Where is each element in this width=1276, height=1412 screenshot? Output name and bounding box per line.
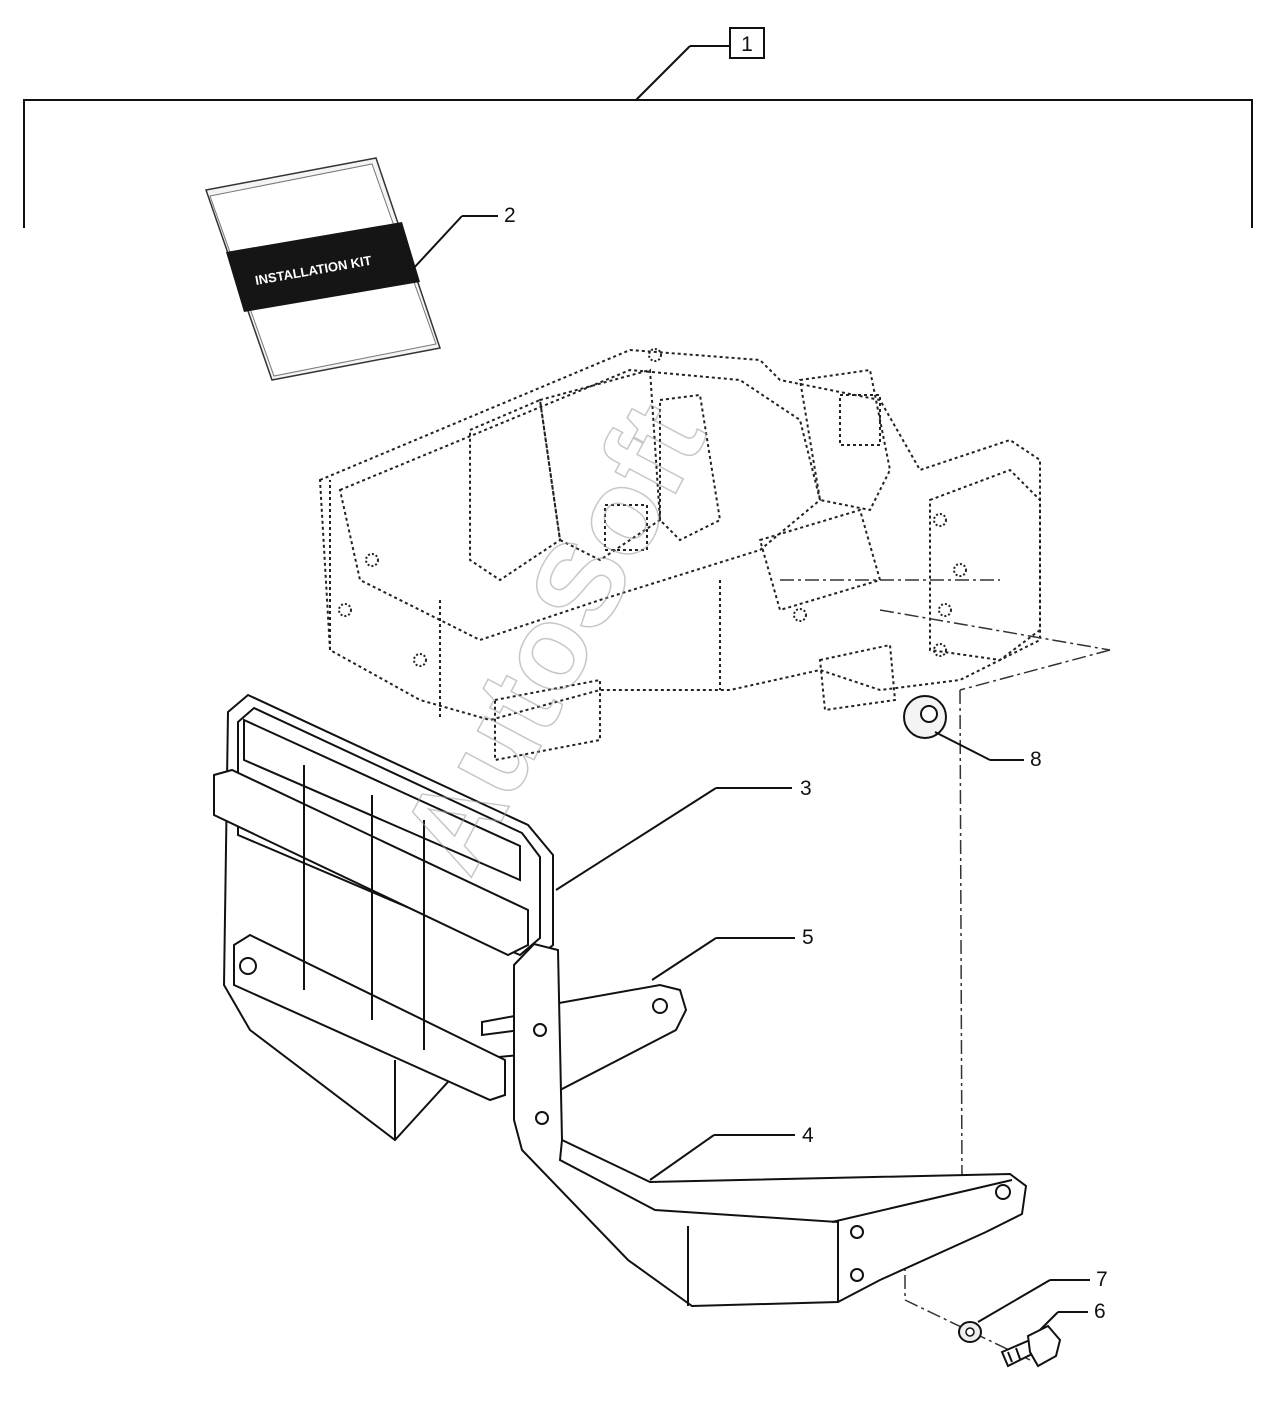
part-4-mounting-bracket bbox=[513, 942, 1028, 1308]
tractor-front-chassis bbox=[318, 348, 1041, 762]
callout-8: 8 bbox=[1030, 748, 1042, 771]
callout-label: 1 bbox=[741, 33, 753, 56]
part-3-front-weight-frame bbox=[213, 693, 554, 1142]
callout-5: 5 bbox=[802, 926, 814, 949]
leader-5 bbox=[651, 937, 795, 981]
kit-bracket bbox=[23, 45, 1253, 228]
leader-4 bbox=[649, 1134, 795, 1181]
part-8-bushing bbox=[903, 695, 947, 739]
callout-2: 2 bbox=[504, 204, 516, 227]
leader-3 bbox=[555, 787, 792, 891]
part-6-bolt bbox=[1000, 1324, 1062, 1368]
callout-6: 6 bbox=[1094, 1300, 1106, 1323]
leader-6 bbox=[1039, 1311, 1088, 1331]
leader-2 bbox=[411, 215, 498, 271]
leader-8 bbox=[934, 731, 1024, 761]
part-7-washer bbox=[958, 1321, 982, 1343]
leader-7 bbox=[977, 1279, 1090, 1323]
callout-1: 1 bbox=[729, 27, 765, 59]
chassis-holes bbox=[338, 348, 967, 667]
callout-3: 3 bbox=[800, 777, 812, 800]
installation-kit-booklet: INSTALLATION KIT bbox=[205, 157, 441, 381]
watermark: AutoSoft bbox=[375, 382, 731, 892]
callout-7: 7 bbox=[1096, 1268, 1108, 1291]
callout-4: 4 bbox=[802, 1124, 814, 1147]
